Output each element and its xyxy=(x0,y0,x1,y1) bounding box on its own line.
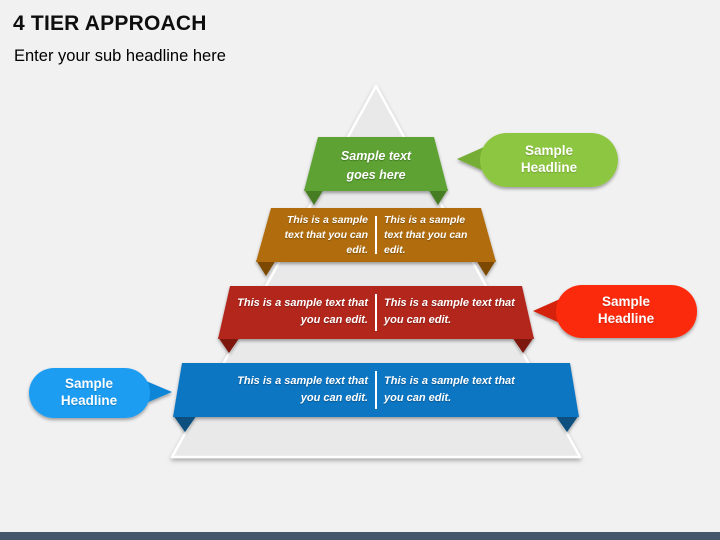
page-title[interactable]: 4 TIER APPROACH xyxy=(13,12,207,35)
tier-2-fold-left xyxy=(256,260,276,276)
tier-2-right-text[interactable]: This is a sample text that you can edit. xyxy=(384,214,468,257)
callout-red-label[interactable]: Sample Headline xyxy=(597,294,655,326)
tier-1-text[interactable]: Sample text goes here xyxy=(340,149,412,182)
footer-bar xyxy=(0,532,720,540)
tier-4-fold-right xyxy=(555,415,579,432)
tier-1-fold-right xyxy=(428,189,448,205)
tier-2-divider xyxy=(375,216,377,254)
callout-blue[interactable] xyxy=(29,368,172,418)
tier-4-left-text[interactable]: This is a sample text that you can edit. xyxy=(237,375,368,404)
tier-4-divider xyxy=(375,371,377,409)
tier-3-fold-right xyxy=(512,337,534,353)
callout-green-tail-icon xyxy=(457,147,484,171)
callout-red-bubble xyxy=(556,285,697,338)
tier-2-band[interactable] xyxy=(256,208,496,276)
page-subtitle[interactable]: Enter your sub headline here xyxy=(14,47,226,65)
callout-green-label[interactable]: Sample Headline xyxy=(520,143,578,175)
callout-red[interactable] xyxy=(533,285,697,338)
callout-green-bubble xyxy=(480,133,618,187)
tier-3-band[interactable] xyxy=(218,286,534,353)
tier-1-ribbon xyxy=(304,137,448,191)
tier-1-band[interactable] xyxy=(304,137,448,205)
callout-red-tail-icon xyxy=(533,299,560,323)
tier-1-fold-left xyxy=(304,189,324,205)
tier-3-right-text[interactable]: This is a sample text that you can edit. xyxy=(384,297,515,326)
callout-blue-tail-icon xyxy=(146,381,172,403)
tier-3-fold-left xyxy=(218,337,240,353)
callout-blue-bubble xyxy=(29,368,150,418)
tier-2-fold-right xyxy=(476,260,496,276)
callout-blue-label[interactable]: Sample Headline xyxy=(60,376,118,408)
tier-2-left-text[interactable]: This is a sample text that you can edit. xyxy=(284,214,368,257)
tier-3-left-text[interactable]: This is a sample text that you can edit. xyxy=(237,297,368,326)
tier-4-right-text[interactable]: This is a sample text that you can edit. xyxy=(384,375,515,404)
tier-4-band[interactable] xyxy=(173,363,579,432)
tier-4-fold-left xyxy=(173,415,197,432)
tier-3-divider xyxy=(375,294,377,331)
callout-green[interactable] xyxy=(457,133,618,187)
